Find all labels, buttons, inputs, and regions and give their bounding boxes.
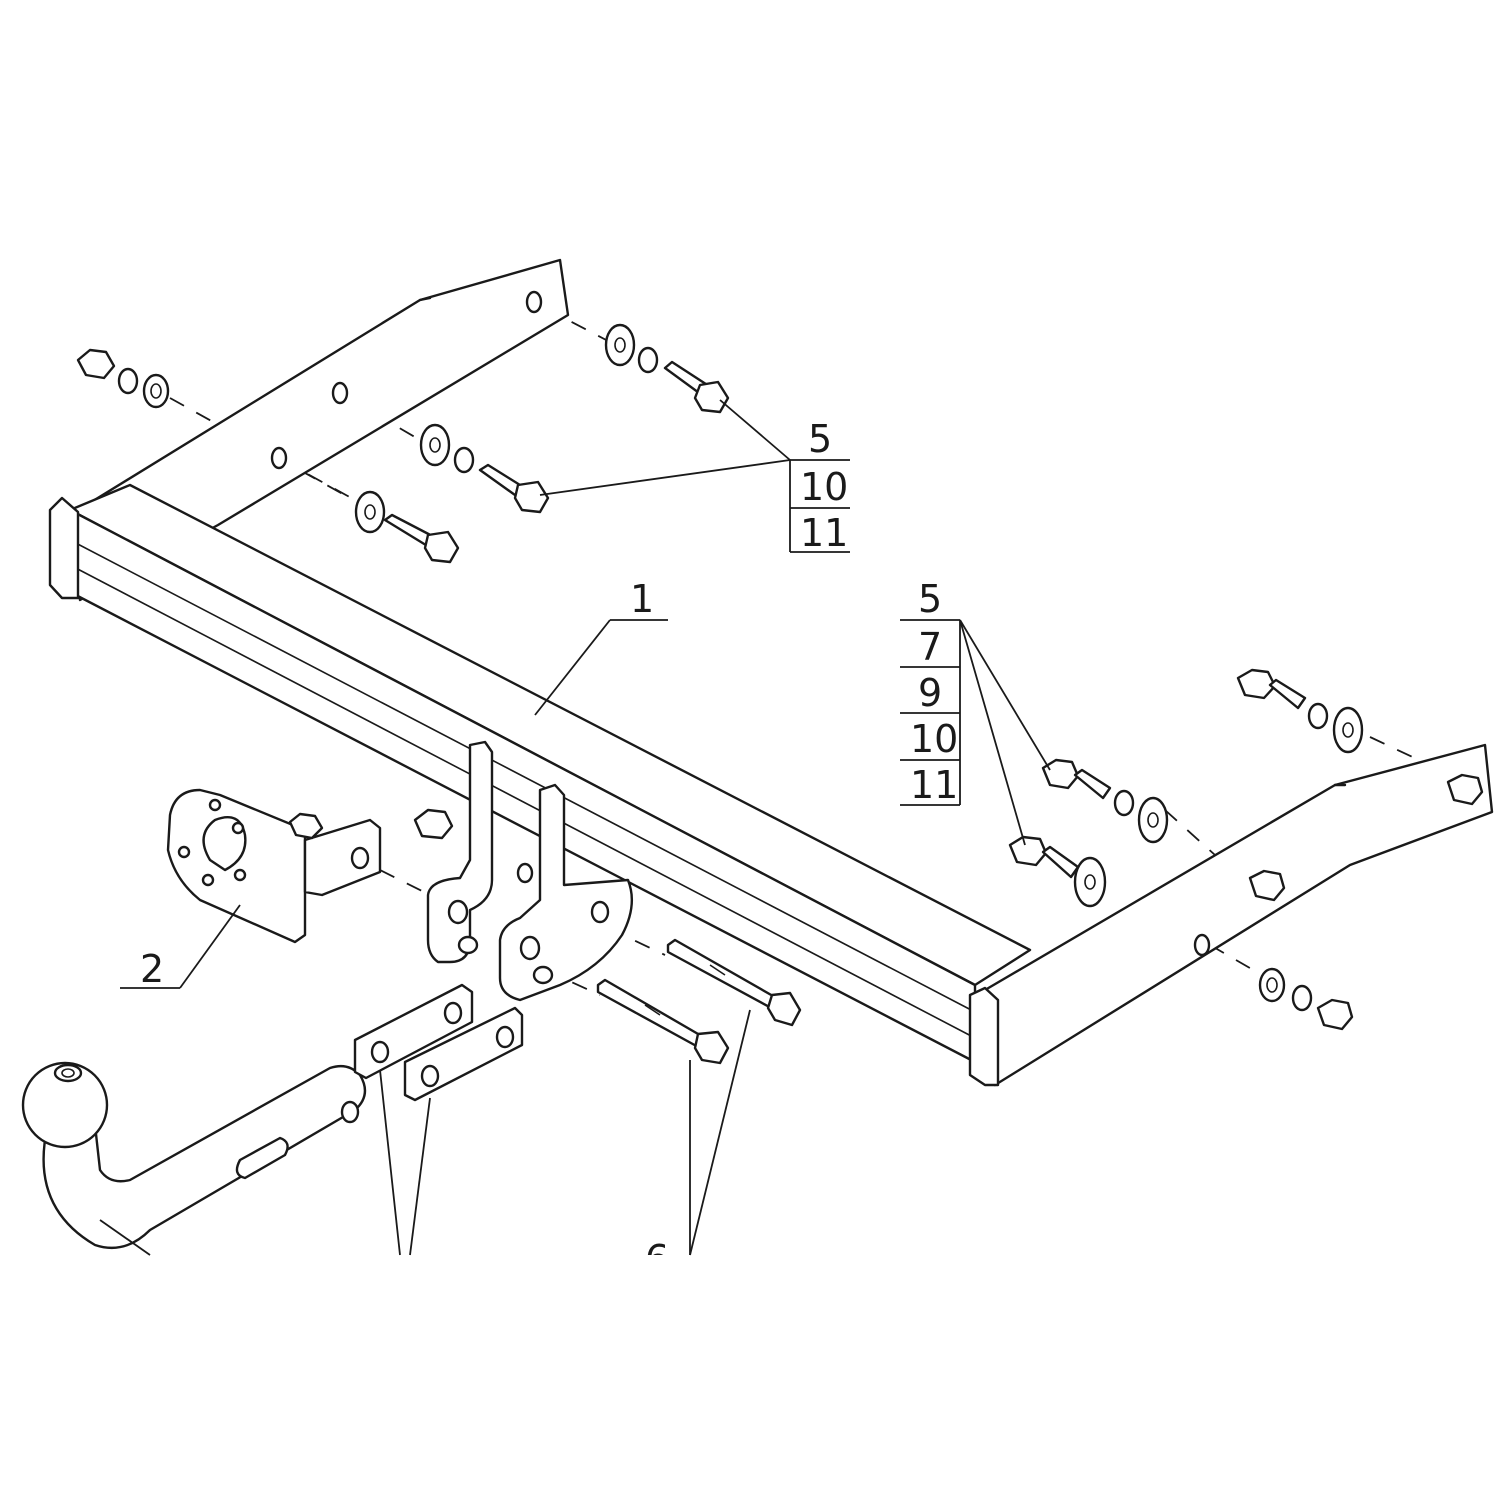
callout-top-5: 5	[808, 417, 832, 461]
tow-ball	[21, 1061, 109, 1149]
arm-hole	[270, 446, 288, 470]
callout-top-10: 10	[800, 465, 848, 509]
callout-right-11: 11	[910, 763, 958, 807]
nut	[76, 348, 116, 380]
callout-labels: 1 2 5 10 11 5 7 9 10 11	[140, 417, 958, 991]
arm-hole	[1193, 933, 1211, 957]
leader-lines	[99, 399, 1051, 1256]
bottom-partial-labels: 6	[645, 1237, 669, 1281]
callout-bolts: 6	[645, 1237, 669, 1281]
arm-hole	[525, 290, 543, 314]
arm-hole	[331, 381, 349, 405]
callout-frame: 1	[630, 577, 654, 621]
fasteners-top	[76, 323, 730, 564]
long-bolts	[596, 938, 802, 1065]
center-mount-lugs	[426, 740, 634, 1002]
callout-right-10: 10	[910, 717, 958, 761]
tow-ball-neck	[21, 1061, 367, 1250]
callout-bracket: 2	[140, 947, 164, 991]
clamp-plates	[353, 983, 524, 1102]
socket-bracket	[166, 788, 382, 944]
callout-right-9: 9	[918, 671, 942, 715]
callout-right-7: 7	[918, 625, 942, 669]
towbar-frame	[48, 258, 1494, 1087]
crossbar-right-cap	[968, 986, 1000, 1087]
crossbar-left-cap	[48, 496, 80, 600]
callout-top-11: 11	[800, 511, 848, 555]
callout-right-5: 5	[918, 577, 942, 621]
right-side-arm	[983, 743, 1494, 1087]
